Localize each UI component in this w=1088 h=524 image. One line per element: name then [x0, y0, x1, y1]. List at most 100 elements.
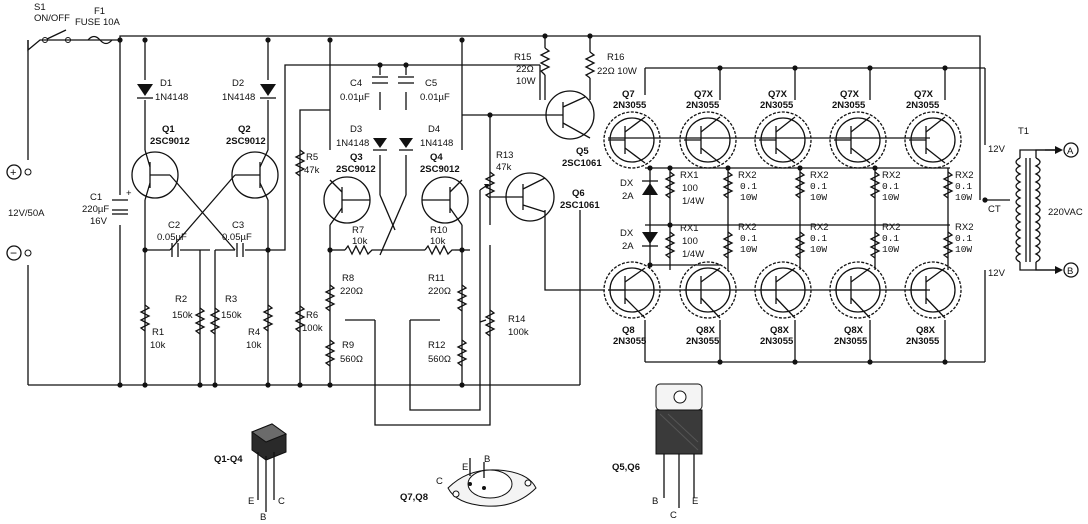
resistor-rx2-bottom-4: RX2 0.1 10W [942, 222, 973, 259]
rx2-t1-v2: 10W [740, 192, 757, 203]
d3-value: 1N4148 [336, 138, 369, 149]
q5-value: 2SC1061 [562, 158, 602, 169]
resistor-r12: R12 560Ω [428, 339, 468, 367]
q3-value: 2SC9012 [336, 164, 376, 175]
resistor-r11: R11 220Ω [428, 273, 468, 312]
rx2-b2-v1: 0.1 [810, 233, 827, 244]
r1-label: R1 [152, 327, 164, 338]
rx2-t3-v1: 0.1 [882, 181, 899, 192]
diode-d4: D4 1N4148 [399, 124, 453, 151]
q7x-4-value: 2N3055 [906, 100, 940, 111]
q4-value: 2SC9012 [420, 164, 460, 175]
capacitor-c2: C2 0.05µF [157, 220, 187, 257]
resistor-rx2-bottom-3: RX2 0.1 10W [869, 222, 900, 259]
capacitor-c4: C4 0.01µF [340, 76, 388, 103]
q6-label: Q6 [572, 188, 585, 199]
q7x-2-value: 2N3055 [760, 100, 794, 111]
pkg-q1q4-pin-b: B [260, 512, 266, 523]
junctions [117, 33, 988, 388]
resistor-rx2-top-4: RX2 0.1 10W [942, 170, 973, 203]
r16-value: 22Ω 10W [597, 66, 637, 77]
pkg-q7q8-label: Q7,Q8 [400, 492, 428, 503]
resistor-r3: R3 150k [209, 294, 242, 335]
rx1-bot-v1: 100 [682, 236, 698, 247]
pkg-q1q4-pin-e: E [248, 496, 254, 507]
r15-value2: 10W [516, 76, 536, 87]
r7-value: 10k [352, 236, 368, 247]
power-transistor-q7x-1: Q7X 2N3055 [679, 89, 737, 169]
r12-value: 560Ω [428, 354, 451, 365]
resistor-rx1-bottom: RX1 100 1/4W [664, 223, 704, 260]
q2-label: Q2 [238, 124, 251, 135]
d2-label: D2 [232, 78, 244, 89]
power-transistor-q8x-4: Q8X 2N3055 [904, 261, 962, 347]
pkg-q1q4-label: Q1-Q4 [214, 454, 243, 465]
pkg-q5q6-pin-c: C [670, 510, 677, 521]
r12-label: R12 [428, 340, 445, 351]
diode-dx-bottom: DX 2A [620, 228, 658, 252]
q8-label: Q8 [622, 325, 635, 336]
battery-terminals: + − 12V/50A [6, 164, 45, 261]
r6-label: R6 [306, 310, 318, 321]
power-transistor-q7x-4: Q7X 2N3055 [904, 89, 962, 169]
r6-value: 100k [302, 323, 323, 334]
pkg-q7q8-pin-c: C [436, 476, 443, 487]
rx2-b3-v1: 0.1 [882, 233, 899, 244]
transistor-q2: Q2 2SC9012 [226, 124, 279, 201]
q7x-2-label: Q7X [768, 89, 788, 100]
rx2-b2-label: RX2 [810, 222, 828, 233]
package-to3-q7-q8: Q7,Q8 C E B [400, 454, 537, 507]
c4-label: C4 [350, 78, 362, 89]
rx2-b1-v2: 10W [740, 244, 757, 255]
r5-label: R5 [306, 152, 318, 163]
transistor-q3: Q3 2SC9012 [323, 152, 376, 226]
terminal-a-label: A [1067, 146, 1074, 157]
r11-label: R11 [428, 273, 445, 284]
diode-dx-top: DX 2A [620, 178, 658, 202]
resistor-r6: R6 100k [294, 305, 323, 334]
c1-plus: + [126, 188, 132, 199]
resistor-rx2-bottom-2: RX2 0.1 10W [794, 222, 828, 259]
r10-label: R10 [430, 225, 447, 236]
switch-s1: S1 ON/OFF [34, 2, 71, 43]
r15-value1: 22Ω [516, 64, 534, 75]
c3-label: C3 [232, 220, 244, 231]
power-transistor-q7x-3: Q7X 2N3055 [829, 89, 887, 169]
r4-label: R4 [248, 327, 260, 338]
q4-label: Q4 [430, 152, 443, 163]
rx2-b4-v1: 0.1 [955, 233, 972, 244]
r8-label: R8 [342, 273, 354, 284]
resistor-rx2-top-2: RX2 0.1 10W [794, 170, 828, 203]
output-terminal-b: B [1063, 262, 1079, 278]
r13-value: 47k [496, 162, 512, 173]
q7x-3-value: 2N3055 [832, 100, 866, 111]
dx-top-label: DX [620, 178, 634, 189]
d4-value: 1N4148 [420, 138, 453, 149]
q8x-1-value: 2N3055 [686, 336, 720, 347]
transistor-q4: Q4 2SC9012 [420, 152, 469, 226]
resistor-r10: R10 10k [424, 225, 455, 256]
r2-label: R2 [175, 294, 187, 305]
r11-value: 220Ω [428, 286, 451, 297]
pkg-q5q6-pin-e: E [692, 496, 698, 507]
r7-label: R7 [352, 225, 364, 236]
q1-value: 2SC9012 [150, 136, 190, 147]
rx2-t4-label: RX2 [955, 170, 973, 181]
q8x-2-value: 2N3055 [760, 336, 794, 347]
rx2-t1-label: RX2 [738, 170, 756, 181]
r2-value: 150k [172, 310, 193, 321]
q7x-1-label: Q7X [694, 89, 714, 100]
r3-label: R3 [225, 294, 237, 305]
q8x-1-label: Q8X [696, 325, 716, 336]
power-transistor-q8: Q8 2N3055 [603, 261, 661, 347]
pkg-q5q6-pin-b: B [652, 496, 658, 507]
resistor-rx2-bottom-1: RX2 0.1 10W [722, 222, 757, 259]
plus-sign: + [10, 167, 16, 179]
f1-label: F1 [94, 6, 105, 17]
d4-label: D4 [428, 124, 440, 135]
d3-label: D3 [350, 124, 362, 135]
package-to220-q5-q6: Q5,Q6 B C E [612, 383, 703, 521]
t1-output-voltage: 220VAC [1048, 207, 1083, 218]
power-transistor-q7x-2: Q7X 2N3055 [754, 89, 812, 169]
rx2-t2-v1: 0.1 [810, 181, 827, 192]
